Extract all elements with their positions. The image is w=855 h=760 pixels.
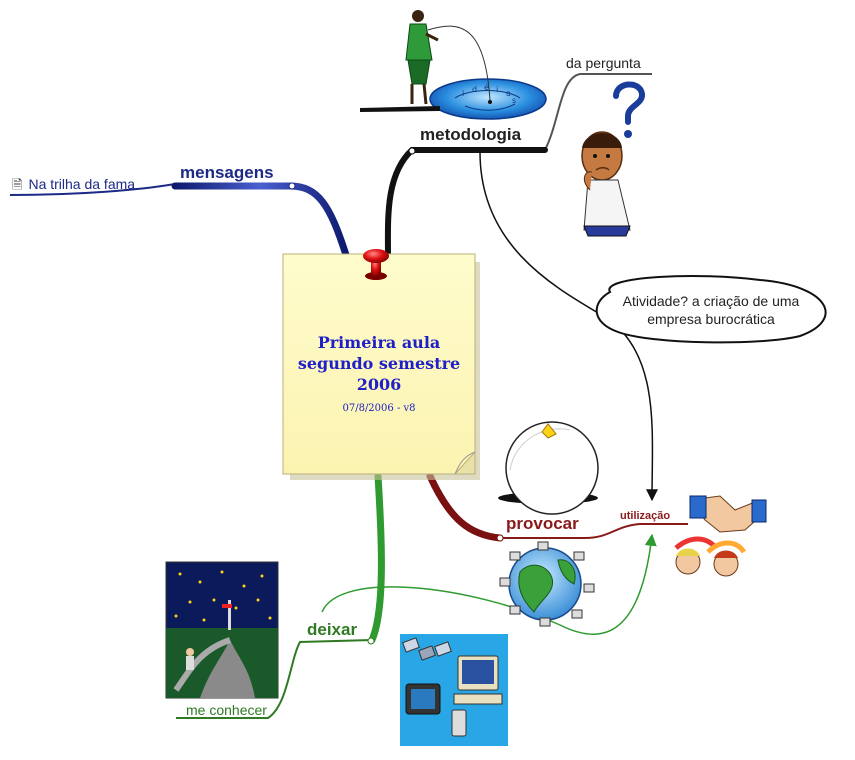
branch-provocar-label[interactable]: provocar [506,514,579,533]
branch-deixar [176,472,657,719]
svg-text:s: s [512,96,516,105]
branch-provocar [426,472,688,542]
central-topic[interactable]: Primeira aula segundo semestre 2006 07/8… [286,332,472,414]
satellite-tv-computer-icon [400,634,508,746]
child-da-pergunta[interactable]: da pergunta [566,55,641,71]
callout-line: empresa burocrática [647,311,775,327]
svg-text:a: a [506,89,511,98]
svg-text:é: é [484,82,489,92]
child-na-trilha-da-fama[interactable]: 🗎 Na trilha da fama [12,177,135,192]
branch-mensagens-label[interactable]: mensagens [180,163,274,182]
central-title-line: segundo semestre [297,354,461,373]
child-na-trilha-da-fama-label: Na trilha da fama [28,176,136,192]
central-title-line: Primeira aula [317,333,441,352]
starry-night-path-icon [165,561,279,699]
document-icon: 🗎 [12,178,23,193]
callout-text[interactable]: Atividade? a criação de uma empresa buro… [600,292,822,328]
svg-text:i: i [462,89,464,98]
branch-metodologia-label[interactable]: metodologia [420,125,522,144]
networked-globe-icon [499,541,595,627]
child-me-conhecer[interactable]: me conhecer [186,702,267,718]
confused-man-icon [581,81,645,237]
crystal-ball-icon [498,421,599,515]
branch-mensagens [9,182,350,259]
child-utilizacao[interactable]: utilização [620,510,671,522]
handshake-icon [674,495,767,577]
pushpin-icon [363,249,389,280]
svg-text:d: d [472,85,477,94]
callout-bubble [595,275,827,344]
central-subtitle: 07/8/2006 - v8 [342,403,416,414]
branch-deixar-label[interactable]: deixar [307,620,358,639]
central-title-line: 2006 [356,375,402,394]
callout-line: Atividade? a criação de uma [622,293,800,309]
sticky-note-icon [282,253,480,480]
svg-text:i: i [496,85,498,94]
